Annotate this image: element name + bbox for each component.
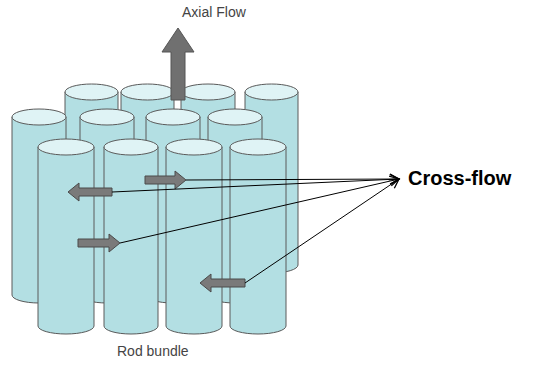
rod-top (38, 139, 94, 155)
cross-flow-arrow (68, 183, 112, 201)
axial-flow-label: Axial Flow (182, 4, 246, 20)
rod-bundle-label: Rod bundle (117, 343, 189, 359)
cross-flow-arrow (78, 234, 120, 252)
leader-line (120, 179, 399, 243)
rod-top (146, 109, 200, 125)
cross-flow-label: Cross-flow (408, 167, 511, 190)
rod-top (12, 109, 66, 125)
leader-line (186, 179, 399, 180)
rod-top (166, 139, 222, 155)
rod-body (166, 147, 222, 334)
rod-top (65, 84, 118, 100)
rod-top (181, 84, 235, 100)
rod-top (121, 84, 174, 100)
rod-top (230, 139, 286, 155)
rod-top (208, 109, 262, 125)
rod-top (245, 84, 298, 100)
cross-flow-arrow (200, 274, 245, 292)
leader-line (245, 179, 399, 283)
rod-top (80, 109, 134, 125)
rod-body (230, 147, 286, 334)
leader-line (112, 179, 399, 192)
axial-flow-arrow (162, 28, 194, 100)
rod-top (104, 139, 158, 155)
cross-flow-arrow (145, 171, 186, 189)
